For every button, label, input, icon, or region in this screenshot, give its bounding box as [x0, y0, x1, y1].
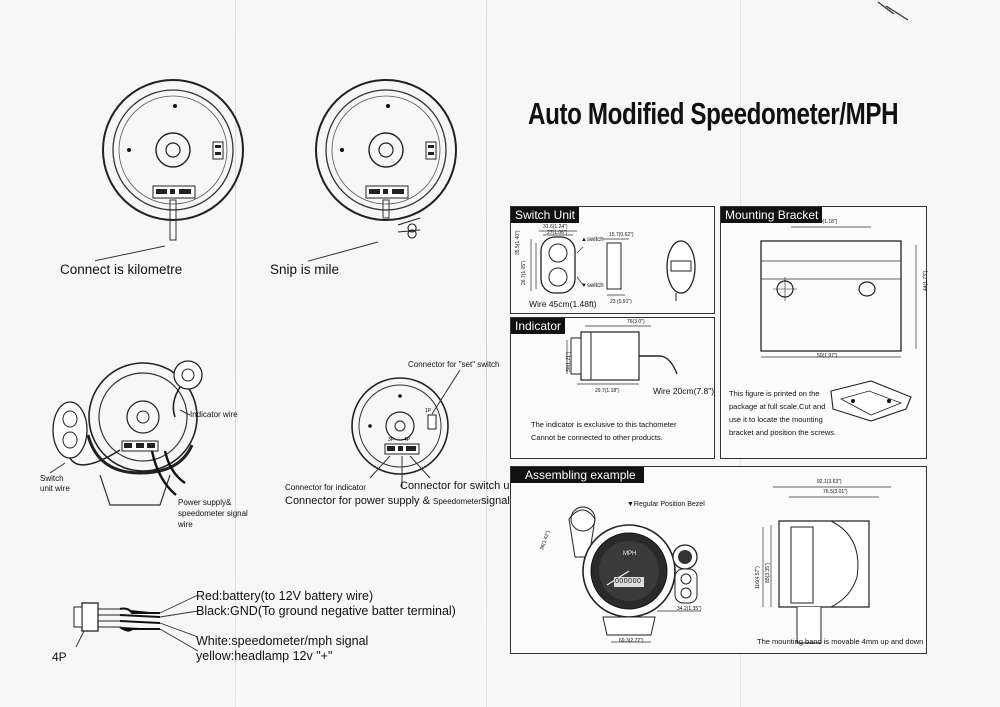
indicator-wire-label: Indicator wire: [190, 410, 238, 419]
switch-unit-panel: Switch Unit 31.6(1.24") 27(1.06") 15.7(0…: [510, 206, 715, 314]
wire-red-label: Red:battery(to 12V battery wire): [196, 589, 374, 603]
plug-4p-label: 4P: [52, 650, 67, 664]
connector-diagram: 3P 4P 1P: [351, 370, 461, 488]
fold-line: [235, 0, 236, 707]
indicator-wire-length: Wire 20cm(7.8"): [653, 386, 715, 396]
switch-a-label: ▲switch: [581, 237, 604, 243]
assembling-drawing: [568, 486, 891, 644]
gauge-back-view-km: [95, 79, 244, 262]
dim-b: 34.2(1.35"): [677, 606, 702, 612]
dim-c: 69.3(2.72"): [619, 638, 644, 644]
indicator-note-1: The indicator is exclusive to this tacho…: [531, 420, 677, 429]
indicator-dim-top: 76(3.0"): [627, 319, 645, 325]
switch-wire-label: Wire 45cm(1.48ft): [529, 299, 597, 309]
page-title: Auto Modified Speedometer/MPH: [528, 96, 899, 131]
switch-unit-header: Switch Unit: [511, 207, 580, 223]
switch-dim-top2: 27(1.06"): [547, 230, 568, 236]
indicator-dim-side: 30(1.21"): [566, 351, 572, 372]
wire-black-label: Black:GND(To ground negative batter term…: [196, 604, 456, 618]
corner-mark: [877, 1, 909, 21]
bracket-note-3: use it to locate the mounting: [729, 415, 823, 424]
switch-dim-right: 15.7(0.62"): [609, 232, 634, 238]
mounting-bracket-header: Mounting Bracket: [721, 207, 823, 223]
bracket-dim-right: 44(1.73"): [923, 270, 929, 291]
dim-g: 116(4.57"): [755, 566, 761, 589]
mounting-bracket-panel: Mounting Bracket 30(1.18") 44(1.73") 50(…: [720, 206, 929, 459]
connector-indicator-label: Connector for indicator: [285, 483, 366, 492]
dim-e: 76.5(3.01"): [823, 489, 848, 495]
switch-unit-wire-label-1: Switch: [40, 474, 64, 483]
bracket-dim-bottom: 50(1.97"): [817, 353, 838, 359]
bracket-note-4: bracket and position the screws.: [729, 428, 837, 437]
svg-text:4P: 4P: [404, 437, 411, 443]
switch-unit-drawing: [530, 230, 696, 301]
power-supply-label-2: speedometer signal: [178, 509, 248, 518]
indicator-panel: Indicator 76(3.0") 30(1.21") 29.7(1.18")…: [510, 317, 715, 459]
connector-switch-unit-label: Connector for switch unit: [400, 480, 522, 492]
assembling-header: Assembling example: [511, 467, 644, 483]
connector-power-label: Connector for power supply & Speedometer…: [285, 495, 533, 507]
connector-power-prefix: Connector for power supply &: [285, 495, 430, 507]
connector-power-suffix: Speedometer: [432, 497, 482, 506]
svg-text:3P: 3P: [388, 437, 395, 443]
power-supply-label-1: Power supply&: [178, 498, 232, 507]
power-supply-label-3: wire: [178, 520, 193, 529]
indicator-drawing: [566, 325, 678, 385]
dim-d: 92.1(3.63"): [817, 479, 842, 485]
rear-view-wiring-diagram: [49, 360, 203, 506]
indicator-header: Indicator: [511, 318, 566, 334]
bracket-dim-top: 30(1.18"): [817, 219, 838, 225]
bracket-note-1: This figure is printed on the: [729, 389, 820, 398]
mounting-bracket-drawing: [760, 226, 917, 422]
switch-b-label: ▼switch: [581, 283, 604, 289]
snip-mile-label: Snip is mile: [270, 262, 340, 277]
connect-kilometre-label: Connect is kilometre: [60, 262, 183, 277]
indicator-note-2: Cannot be connected to other products.: [531, 433, 663, 442]
switch-dim-side1: 35.5(1.40"): [515, 230, 521, 255]
wiring-plug-diagram: [73, 594, 199, 652]
wire-white-label: White:speedometer/mph signal: [196, 634, 369, 648]
switch-dim-bottom: 23 (0.91"): [610, 299, 632, 305]
svg-text:1P: 1P: [425, 408, 432, 414]
connector-set-switch-label: Connector for "set" switch: [408, 360, 500, 369]
indicator-dim-bottom: 29.7(1.18"): [595, 388, 620, 394]
assembling-example-panel: Assembling example ▼Regular Position Be: [510, 466, 927, 654]
odometer-display: 000000: [615, 578, 642, 585]
gauge-back-view-mile: [308, 79, 457, 262]
wire-yellow-label: yellow:headlamp 12v "+": [196, 649, 333, 663]
dial-unit: MPH: [623, 551, 637, 557]
switch-unit-wire-label-2: unit wire: [40, 484, 70, 493]
dim-f: 85(3.35"): [765, 562, 771, 583]
band-note: The mounting band is movable 4mm up and …: [757, 637, 924, 646]
bracket-note-2: package at full scale.Cut and: [729, 402, 826, 411]
switch-dim-side2: 26.7(1.05"): [521, 260, 527, 285]
fold-line: [486, 0, 487, 707]
bezel-label: ▼Regular Position Bezel: [627, 501, 705, 508]
switch-dim-top: 31.6(1.24"): [543, 224, 568, 230]
